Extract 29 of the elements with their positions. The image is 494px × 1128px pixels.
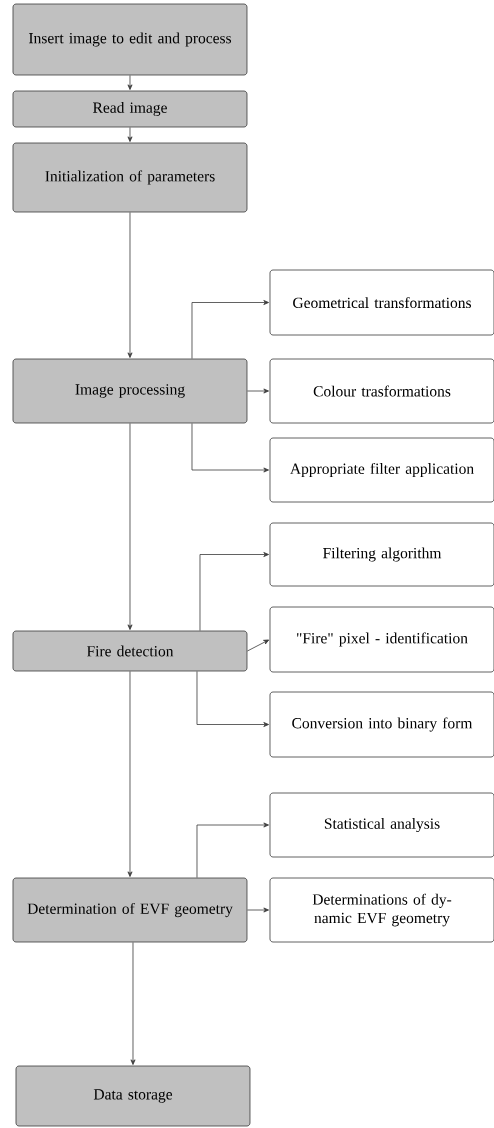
arrow xyxy=(196,671,269,727)
arrow xyxy=(247,639,270,652)
sub-step-box: Conversion into binary form xyxy=(269,691,494,758)
sub-step-box: Colour trasformations xyxy=(269,358,494,424)
sub-step-box: Filtering algorithm xyxy=(269,522,494,587)
sub-step-box: Statistical analysis xyxy=(269,792,494,858)
process-box: Data storage xyxy=(15,1065,251,1127)
process-box: Fire detection xyxy=(12,630,248,672)
arrow xyxy=(191,300,269,359)
process-box: Image processing xyxy=(12,358,248,424)
process-box: Read image xyxy=(12,90,248,128)
arrow xyxy=(199,552,269,631)
arrow xyxy=(196,822,269,878)
process-box: Determination of EVF geometry xyxy=(12,877,248,943)
sub-step-box: "Fire" pixel - identification xyxy=(269,606,494,673)
arrow xyxy=(127,423,133,630)
process-box: Insert image to edit and process xyxy=(12,3,248,76)
arrow xyxy=(127,75,133,90)
arrow xyxy=(130,942,136,1065)
sub-step-box: Geometrical transformations xyxy=(269,269,494,336)
arrow xyxy=(127,671,133,877)
arrow xyxy=(247,907,269,913)
arrow xyxy=(127,127,133,142)
arrow xyxy=(191,423,269,473)
sub-step-box: Appropriate filter application xyxy=(269,437,494,503)
sub-step-box: Determinations of dy-namic EVF geometry xyxy=(269,877,494,943)
arrow xyxy=(247,388,269,394)
process-box: Initialization of parameters xyxy=(12,142,248,213)
arrow xyxy=(127,212,133,358)
